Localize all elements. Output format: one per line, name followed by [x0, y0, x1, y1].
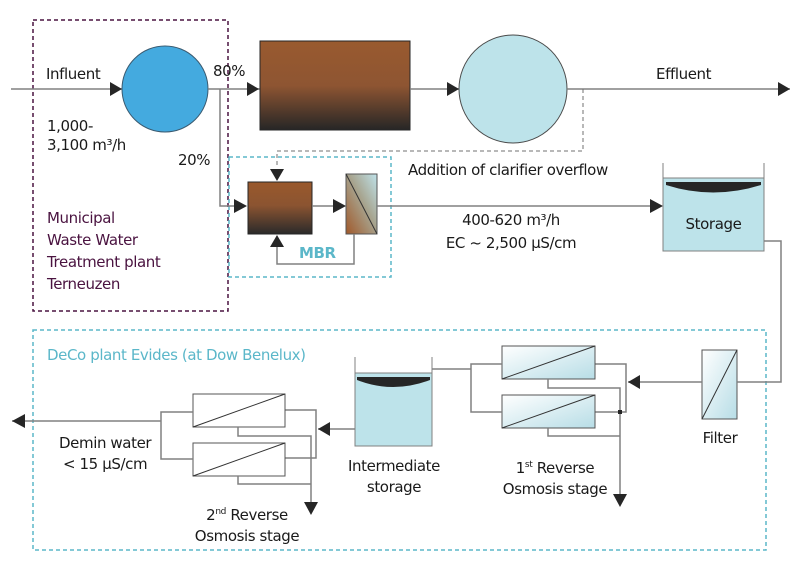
mbr-outflow-ec: EC ~ 2,500 µS/cm	[445, 234, 577, 252]
ro1-concentrate-line-bottom	[547, 428, 620, 437]
municipal-label-line3: Treatment plant	[47, 253, 161, 271]
aeration-tank	[259, 40, 411, 131]
ro2-concentrate-line-bottom	[237, 476, 311, 485]
demin-outlet-arrow-icon	[12, 414, 25, 428]
ro2-top-diagonal	[192, 393, 286, 428]
storage-label: Storage	[685, 215, 742, 233]
membrane-arrow-icon	[333, 199, 346, 213]
clarifier-arrow-icon	[447, 82, 459, 96]
filter-label: Filter	[702, 429, 738, 447]
ro2-title: Reverse	[225, 506, 288, 524]
ro1-junction-dot	[618, 410, 622, 414]
municipal-label-line2: Waste Water	[47, 231, 138, 249]
ro1-inlet-arrow-icon	[628, 375, 640, 389]
deco-plant-boundary	[32, 329, 767, 551]
ro2-inlet-arrow-icon	[318, 422, 330, 436]
ro1-permeate-manifold	[470, 363, 502, 413]
ro1-top-diagonal	[501, 345, 596, 380]
deco-plant-label: DeCo plant Evides (at Dow Benelux)	[47, 346, 306, 364]
ro1-title: Reverse	[532, 459, 595, 477]
ro1-bottom-diagonal	[501, 394, 596, 429]
split-80-label: 80%	[213, 62, 246, 80]
influent-rate-line2: 3,100 m³/h	[47, 136, 126, 154]
ro2-ordinal: nd	[215, 507, 226, 517]
mbr-label: MBR	[299, 244, 336, 262]
aeration-arrow-icon	[247, 82, 259, 96]
storage-inlet-arrow-icon	[650, 199, 663, 213]
influent-rate-line1: 1,000-	[47, 117, 93, 135]
clarifier-overflow-label: Addition of clarifier overflow	[408, 161, 608, 179]
storage-to-filter-line	[743, 240, 782, 383]
recycle-arrow-icon	[270, 235, 284, 247]
overflow-arrow-icon	[270, 169, 284, 181]
storage-water-surface	[666, 182, 761, 193]
primary-clarifier	[121, 45, 209, 133]
influent-label: Influent	[46, 65, 101, 83]
ro2-number: 2	[206, 506, 216, 524]
ro1-label-line1: 1st Reverse	[490, 458, 620, 479]
intermediate-storage-label-line1: Intermediate	[348, 457, 440, 475]
ro2-feed-manifold	[285, 409, 317, 459]
filter-diagonal	[701, 349, 738, 420]
ro2-label-line1: 2nd Reverse	[182, 505, 312, 526]
ro2-bottom-diagonal	[192, 442, 286, 477]
municipal-label-line4: Terneuzen	[47, 275, 120, 293]
ro1-ordinal: st	[524, 460, 533, 470]
influent-arrow-icon	[110, 82, 122, 96]
municipal-label-line1: Municipal	[47, 209, 115, 227]
intermediate-storage-label-line2: storage	[366, 478, 422, 496]
ro1-number: 1	[515, 459, 526, 477]
ro1-concentrate-line-top	[547, 379, 621, 495]
clarifier-overflow-line	[276, 89, 584, 167]
split-20-label: 20%	[178, 151, 211, 169]
effluent-label: Effluent	[656, 65, 712, 83]
ro1-label-line2: Osmosis stage	[502, 480, 608, 498]
demin-water-label-line2: < 15 µS/cm	[63, 455, 148, 473]
ro1-concentrate-arrow-icon	[613, 494, 627, 507]
demin-water-label-line1: Demin water	[59, 434, 152, 452]
ro2-label-line2: Osmosis stage	[194, 527, 300, 545]
municipal-boundary-line	[32, 19, 229, 312]
mbr-inlet-arrow-icon	[234, 199, 247, 213]
mbr-outflow-rate: 400-620 m³/h	[462, 211, 560, 229]
ro1-feed-manifold	[595, 363, 627, 413]
effluent-arrow-icon	[778, 82, 790, 96]
mbr-branch-line	[219, 89, 236, 207]
mbr-boundary	[228, 156, 392, 278]
mbr-bioreactor	[247, 181, 313, 235]
mbr-membrane-diagonal	[345, 173, 378, 235]
ro2-concentrate-arrow-icon	[304, 502, 318, 515]
mbr-recycle-line	[276, 234, 355, 265]
ro2-permeate-manifold	[160, 411, 193, 460]
ro2-concentrate-line-top	[237, 427, 312, 503]
secondary-clarifier	[458, 34, 568, 144]
intermediate-water-surface	[357, 377, 430, 387]
